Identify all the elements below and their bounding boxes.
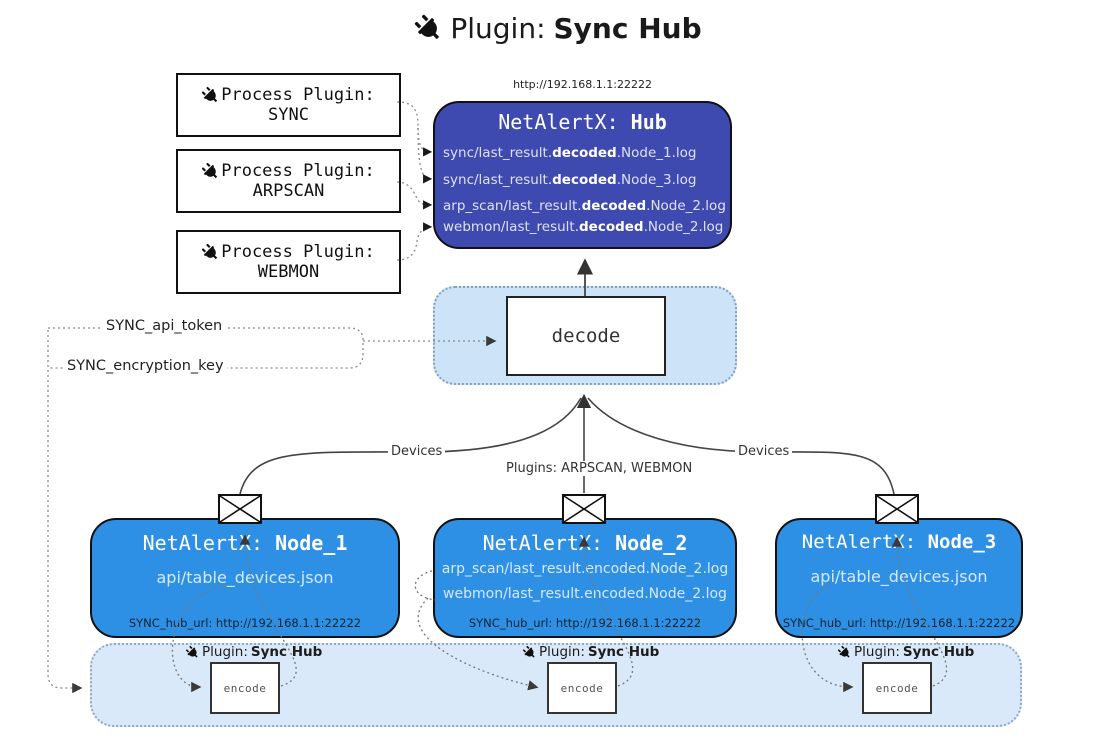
- plug-icon: [199, 240, 223, 264]
- setting-encryption-key-label: SYNC_encryption_key: [64, 358, 227, 374]
- process-plugin-sync: Process Plugin: SYNC: [176, 73, 401, 137]
- node-2-box: NetAlertX: Node_2 arp_scan/last_result.e…: [433, 518, 737, 638]
- hub-input-arrow-icon: ▶: [423, 144, 433, 158]
- encode-box: encode: [862, 662, 932, 714]
- process-plugin-label: Process Plugin:: [221, 242, 375, 262]
- encoder-plugin-label: Plugin:Sync Hub: [183, 643, 322, 661]
- encode-label: encode: [223, 681, 267, 695]
- hub-box: [433, 101, 732, 249]
- envelope-icon: [562, 494, 606, 524]
- plug-icon: [199, 83, 223, 107]
- hub-input-arrow-icon: ▶: [423, 197, 433, 211]
- process-plugin-label: Process Plugin:: [221, 161, 375, 181]
- node-title: NetAlertX: Node_1: [142, 531, 348, 555]
- encoder-plugin-label: Plugin:Sync Hub: [835, 643, 974, 661]
- hub-input-arrow-icon: ▶: [423, 171, 433, 185]
- node-hub-url: SYNC_hub_url: http://192.168.1.1:22222: [128, 616, 362, 630]
- process-plugin-name: ARPSCAN: [252, 181, 325, 201]
- encode-box: encode: [547, 662, 617, 714]
- node-file: webmon/last_result.encoded.Node_2.log: [443, 586, 727, 602]
- plug-icon: [199, 159, 223, 183]
- decode-box: decode: [506, 296, 666, 376]
- hub-title: NetAlertX: Hub: [433, 110, 732, 134]
- process-plugin-name: WEBMON: [257, 262, 320, 282]
- plug-icon: [410, 9, 448, 47]
- node-hub-url: SYNC_hub_url: http://192.168.1.1:22222: [782, 616, 1016, 630]
- node-title: NetAlertX: Node_2: [482, 531, 688, 555]
- decode-label: decode: [551, 325, 621, 347]
- node-1-box: NetAlertX: Node_1 api/table_devices.json…: [90, 518, 400, 638]
- setting-api-token-label: SYNC_api_token: [103, 318, 226, 334]
- process-plugin-arpscan: Process Plugin: ARPSCAN: [176, 149, 401, 213]
- edge-label-devices-left: Devices: [388, 444, 446, 459]
- envelope-icon: [875, 494, 919, 524]
- hub-log-line: webmon/last_result.decoded.Node_2.log: [443, 219, 724, 235]
- edge-label-plugins: Plugins: ARPSCAN, WEBMON: [503, 461, 696, 476]
- encode-label: encode: [560, 681, 604, 695]
- hub-log-line: arp_scan/last_result.decoded.Node_2.log: [443, 198, 726, 214]
- page-title-prefix: Plugin:: [450, 12, 546, 45]
- hub-url: http://192.168.1.1:22222: [513, 78, 652, 91]
- node-file: api/table_devices.json: [156, 568, 334, 587]
- process-plugin-label: Process Plugin:: [221, 85, 375, 105]
- page-title-name: Sync Hub: [553, 12, 702, 45]
- node-file: api/table_devices.json: [810, 567, 988, 586]
- process-plugin-name: SYNC: [268, 105, 309, 125]
- node-hub-url: SYNC_hub_url: http://192.168.1.1:22222: [468, 616, 702, 630]
- encoder-plugin-label: Plugin:Sync Hub: [520, 643, 659, 661]
- plug-icon: [835, 643, 853, 661]
- hub-log-line: sync/last_result.decoded.Node_3.log: [443, 172, 697, 188]
- encode-box: encode: [210, 662, 280, 714]
- hub-input-arrow-icon: ▶: [423, 219, 433, 233]
- edge-label-devices-right: Devices: [735, 444, 793, 459]
- hub-title-prefix: NetAlertX:: [498, 110, 619, 134]
- node-3-box: NetAlertX: Node_3 api/table_devices.json…: [775, 518, 1023, 638]
- node-title: NetAlertX: Node_3: [801, 531, 997, 553]
- page-title: Plugin: Sync Hub: [0, 12, 1117, 46]
- process-plugin-webmon: Process Plugin: WEBMON: [176, 230, 401, 294]
- envelope-icon: [218, 494, 262, 524]
- plug-icon: [520, 643, 538, 661]
- node-file: arp_scan/last_result.encoded.Node_2.log: [441, 561, 729, 577]
- hub-title-name: Hub: [630, 110, 667, 134]
- plug-icon: [183, 643, 201, 661]
- encode-label: encode: [875, 681, 919, 695]
- hub-log-line: sync/last_result.decoded.Node_1.log: [443, 145, 697, 161]
